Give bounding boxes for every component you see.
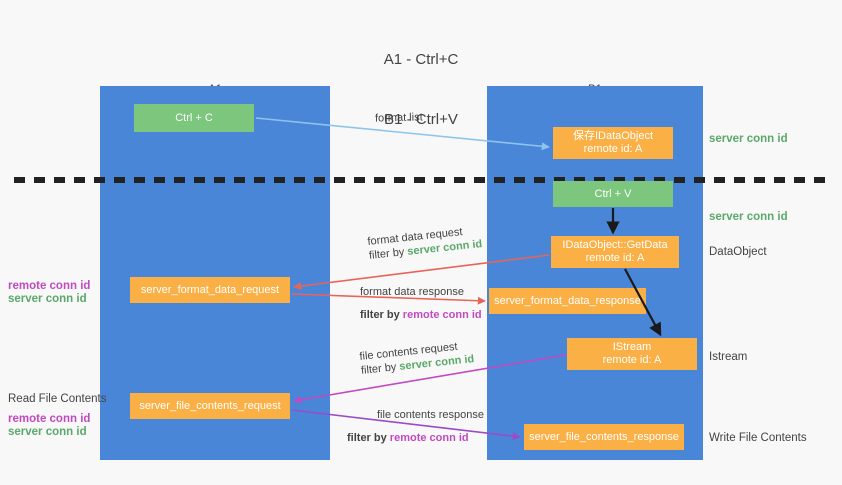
edge-label-format-data-response: format data response filter by remote co… bbox=[360, 285, 482, 322]
box-idataobject-getdata[interactable]: IDataObject::GetData remote id: A bbox=[551, 236, 679, 268]
edge-label-format-list: format list bbox=[375, 110, 423, 125]
box-istream[interactable]: IStream remote id: A bbox=[567, 338, 697, 370]
label-dataobject: DataObject bbox=[709, 246, 767, 258]
title-line-1: A1 - Ctrl+C bbox=[383, 51, 459, 68]
label-server-conn-id-1: server conn id bbox=[8, 293, 87, 305]
edge-label-file-contents-response-filter: filter by remote conn id bbox=[347, 431, 484, 445]
box-server-format-data-response[interactable]: server_format_data_response bbox=[489, 288, 646, 314]
label-server-conn-id-2: server conn id bbox=[8, 426, 87, 438]
box-server-format-data-request[interactable]: server_format_data_request bbox=[130, 277, 290, 303]
box-server-file-contents-request[interactable]: server_file_contents_request bbox=[130, 393, 290, 419]
filter-value-remote-conn-id: remote conn id bbox=[389, 432, 469, 444]
box-ctrl-c[interactable]: Ctrl + C bbox=[134, 104, 254, 132]
edge-label-file-contents-request: file contents request filter by server c… bbox=[359, 338, 475, 378]
filter-prefix: filter by bbox=[347, 432, 390, 444]
edge-label-format-data-response-text: format data response bbox=[360, 286, 464, 298]
label-remote-conn-id-2: remote conn id bbox=[8, 413, 91, 425]
edge-label-format-data-response-filter: filter by remote conn id bbox=[360, 308, 482, 322]
filter-prefix: filter by bbox=[360, 309, 403, 321]
filter-prefix: filter by bbox=[360, 360, 400, 377]
label-server-conn-id-mid: server conn id bbox=[709, 211, 788, 223]
box-ctrl-v[interactable]: Ctrl + V bbox=[553, 181, 673, 207]
label-read-file-contents: Read File Contents bbox=[8, 393, 107, 405]
edge-label-file-contents-response: file contents response filter by remote … bbox=[347, 408, 485, 445]
label-remote-conn-id-1: remote conn id bbox=[8, 280, 91, 292]
filter-prefix: filter by bbox=[368, 245, 408, 262]
label-write-file-contents: Write File Contents bbox=[709, 432, 807, 444]
edge-label-file-contents-response-text: file contents response bbox=[377, 409, 485, 421]
edge-label-format-list-text: format list bbox=[374, 111, 423, 125]
box-save-idataobject[interactable]: 保存IDataObject remote id: A bbox=[553, 127, 673, 159]
edge-label-format-data-request: format data request filter by server con… bbox=[367, 223, 483, 263]
label-server-conn-id-top: server conn id bbox=[709, 133, 788, 145]
filter-value-remote-conn-id: remote conn id bbox=[402, 309, 482, 321]
dashed-divider bbox=[0, 170, 842, 183]
label-istream: Istream bbox=[709, 351, 748, 363]
box-server-file-contents-response[interactable]: server_file_contents_response bbox=[524, 424, 684, 450]
